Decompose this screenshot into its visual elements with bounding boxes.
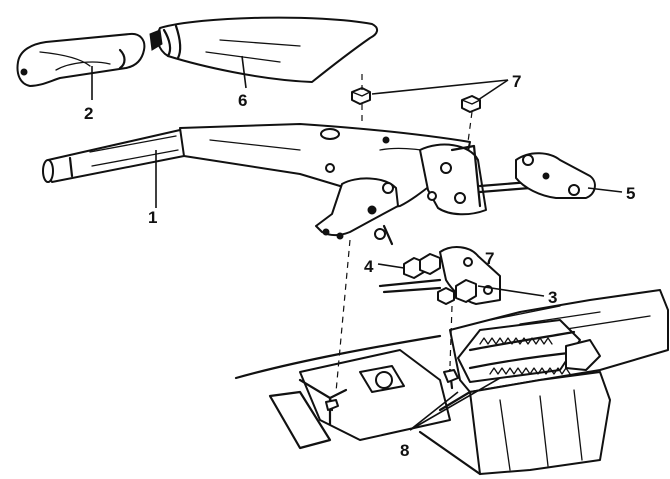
stud-axis-right	[467, 111, 473, 143]
callout-5: 5	[626, 184, 635, 203]
leader-8a	[409, 391, 459, 431]
lever-grip-part-2	[16, 32, 146, 87]
callout-8: 8	[400, 441, 409, 460]
leader-7b	[477, 79, 509, 101]
nut-part-7-right	[461, 95, 481, 113]
nut-part-4	[403, 253, 441, 279]
callout-7-rear: 7	[485, 249, 494, 268]
mounting-stud-left	[325, 396, 339, 412]
leader-7a	[371, 79, 509, 95]
alignment-line-left	[335, 239, 351, 393]
leader-5	[587, 187, 623, 193]
callout-3: 3	[548, 288, 557, 307]
leader-8b	[409, 377, 501, 431]
floor-pan-tunnel	[234, 289, 669, 476]
lever-cover-part-6	[149, 16, 378, 83]
mounting-stud-right	[443, 368, 459, 390]
rear-bracket-part-3	[378, 246, 501, 305]
handbrake-lever-part-1	[42, 123, 487, 246]
callout-4: 4	[364, 257, 374, 276]
leader-3	[477, 285, 545, 297]
leader-6	[241, 55, 247, 89]
nut-part-7-left	[351, 87, 371, 105]
callout-2: 2	[84, 104, 93, 123]
leader-4	[377, 263, 405, 269]
cable-equalizer-part-5	[478, 152, 596, 199]
callout-1: 1	[148, 208, 157, 227]
callout-7-top: 7	[512, 72, 521, 91]
callout-6: 6	[238, 91, 247, 110]
